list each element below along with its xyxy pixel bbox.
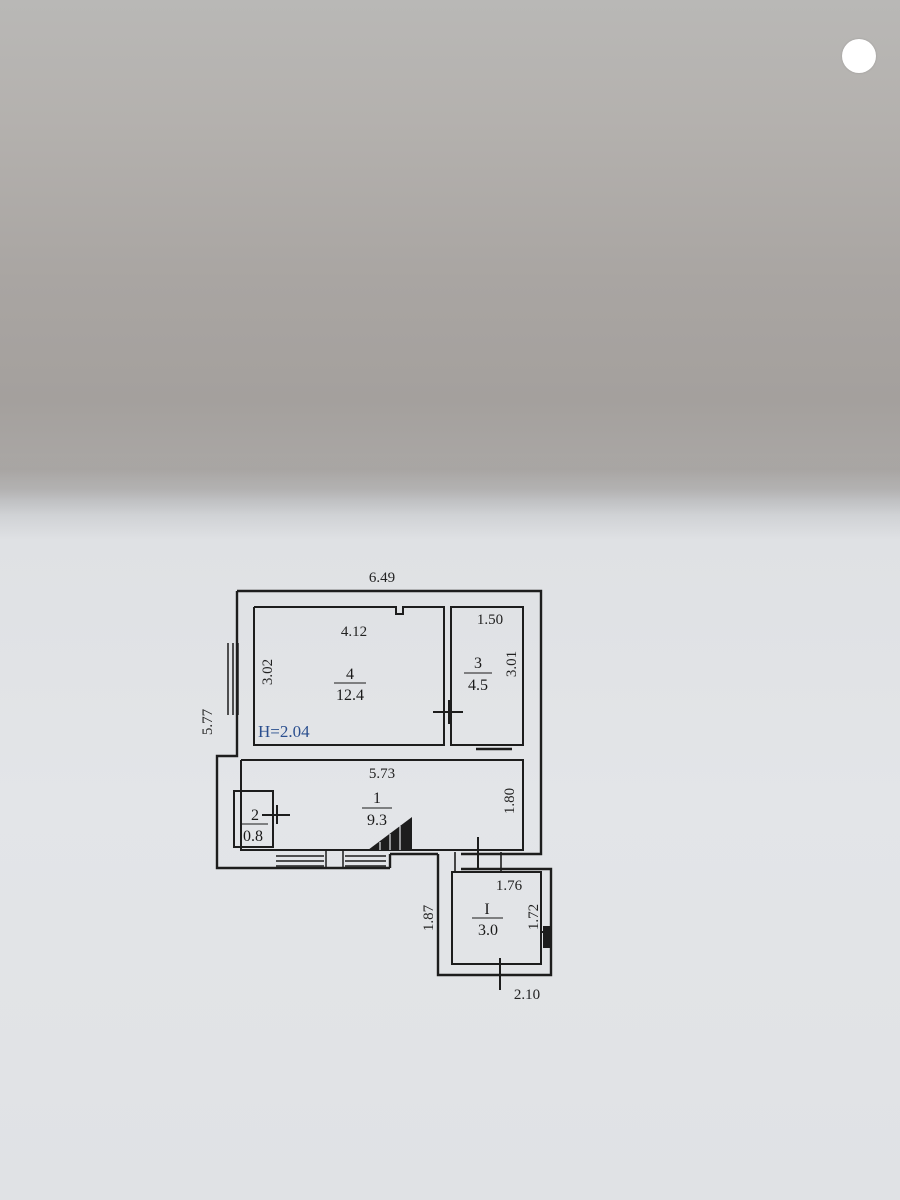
vestibule-area: 3.0 [478, 922, 498, 939]
vestibule-walls [436, 854, 553, 977]
paper-fold-shadow [0, 455, 900, 515]
room-3-area: 4.5 [468, 677, 488, 694]
room-4-length-label: 3.02 [260, 659, 276, 685]
room-3-walls [450, 606, 524, 746]
room-4-number: 4 [346, 666, 354, 683]
vestibule-outer-label: 2.10 [514, 987, 540, 1003]
stairs-steps [379, 826, 401, 850]
ceiling-height-label: H=2.04 [258, 722, 310, 741]
room-3-width-label: 1.50 [477, 612, 503, 628]
room-1-number: 1 [373, 790, 381, 807]
room-4-walls [253, 606, 445, 746]
room-1-width-label: 5.73 [369, 766, 395, 782]
room-1-length-label: 1.80 [502, 788, 518, 814]
room-3-length-label: 3.01 [504, 651, 520, 677]
room-4-width-label: 4.12 [341, 624, 367, 640]
window-bottom [276, 850, 386, 868]
room-1-walls [240, 759, 524, 851]
vestibule-side-label: 1.87 [421, 904, 437, 931]
vestibule-door-block [543, 926, 551, 948]
vestibule-width-label: 1.76 [496, 878, 523, 894]
room-4-area: 12.4 [336, 687, 364, 704]
stairs [368, 817, 412, 850]
window-left [227, 643, 239, 715]
vestibule-number: I [484, 901, 489, 918]
room-1-area: 9.3 [367, 812, 387, 829]
room-3-number: 3 [474, 655, 482, 672]
overall-height-label: 5.77 [200, 708, 216, 735]
overall-width-label: 6.49 [369, 570, 395, 586]
vestibule-entry [454, 852, 502, 872]
room-2-number: 2 [251, 807, 259, 824]
room-2-walls [233, 790, 274, 848]
overlay-dot-icon[interactable] [842, 39, 876, 73]
room-2-area: 0.8 [243, 828, 263, 845]
vestibule-length-label: 1.72 [526, 904, 542, 930]
